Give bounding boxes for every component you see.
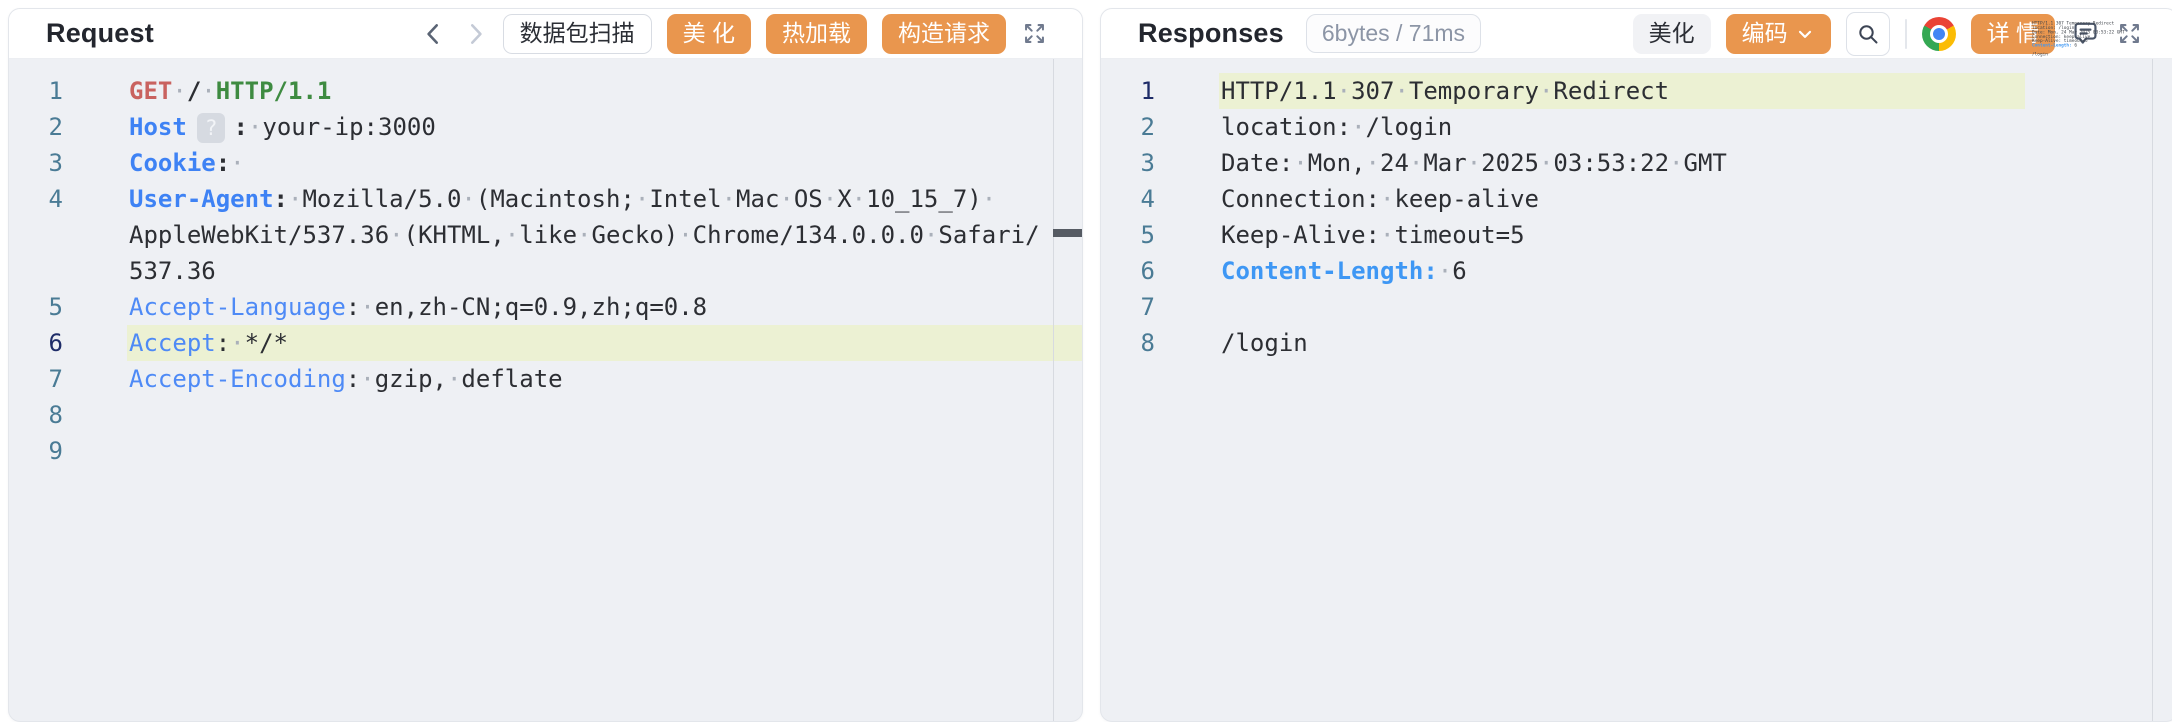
scrollbar-cursor-mark[interactable]	[1053, 229, 1082, 237]
expand-icon[interactable]	[1021, 20, 1048, 47]
line-content[interactable]: User-Agent:·Mozilla/5.0·(Macintosh;·Inte…	[129, 185, 1040, 285]
code-line[interactable]: 5 Keep-Alive:·timeout=5	[1101, 217, 2172, 253]
line-content[interactable]: Keep-Alive:·timeout=5	[1221, 221, 1525, 249]
line-number: 7	[1140, 293, 1155, 321]
encoding-dropdown-button[interactable]: 编码	[1725, 13, 1831, 54]
line-content[interactable]: Host?:·your-ip:3000	[129, 113, 436, 143]
details-button[interactable]: 详 情	[1970, 13, 2055, 54]
line-number: 9	[48, 437, 63, 465]
comment-icon[interactable]	[2070, 18, 2101, 49]
line-number: 3	[1140, 149, 1155, 177]
line-content[interactable]	[1219, 289, 2025, 325]
construct-request-button[interactable]: 构造请求	[882, 13, 1006, 54]
line-content[interactable]: Accept-Encoding:·gzip,·deflate	[129, 365, 563, 393]
chevron-down-icon	[1795, 24, 1815, 44]
code-line[interactable]: 9	[9, 433, 1082, 469]
code-line[interactable]: 1 HTTP/1.1·307·Temporary·Redirect	[1101, 73, 2172, 109]
line-content[interactable]: Date:·Mon,·24·Mar·2025·03:53:22·GMT	[1221, 149, 1727, 177]
line-number: 1	[48, 77, 63, 105]
responses-panel: Responses 6bytes / 71ms 美化 编码 详 情	[1100, 8, 2172, 722]
line-content[interactable]	[127, 433, 1082, 469]
line-number: 5	[1140, 221, 1155, 249]
line-number: 4	[1140, 185, 1155, 213]
code-line[interactable]: 7 Accept-Encoding:·gzip,·deflate	[9, 361, 1082, 397]
line-content[interactable]: Cookie:·	[129, 149, 245, 177]
search-button[interactable]	[1845, 11, 1890, 56]
code-line[interactable]: 6 Accept:·*/*	[9, 325, 1082, 361]
packet-scan-button[interactable]: 数据包扫描	[502, 13, 652, 54]
line-content[interactable]	[127, 397, 1082, 433]
search-icon	[1858, 24, 1878, 43]
response-size-time-badge: 6bytes / 71ms	[1305, 14, 1482, 53]
line-content[interactable]: GET·/·HTTP/1.1	[129, 77, 332, 105]
line-number: 2	[1140, 113, 1155, 141]
code-line[interactable]: 8	[9, 397, 1082, 433]
encoding-label: 编码	[1741, 20, 1788, 46]
line-number: 3	[48, 149, 63, 177]
chevron-right-icon[interactable]	[462, 21, 488, 47]
expand-icon[interactable]	[2116, 20, 2143, 47]
responses-header: Responses 6bytes / 71ms 美化 编码 详 情	[1101, 9, 2172, 59]
response-editor[interactable]: 1 HTTP/1.1·307·Temporary·Redirect 2 locatio…	[1101, 59, 2172, 721]
code-line[interactable]: 2 location:·/login	[1101, 109, 2172, 145]
line-number: 8	[1140, 329, 1155, 357]
line-content[interactable]: Content-Length:·6	[1221, 257, 1467, 285]
line-number: 4	[48, 185, 63, 213]
line-content[interactable]: location:·/login	[1221, 113, 1453, 141]
code-line[interactable]: 3 Date:·Mon,·24·Mar·2025·03:53:22·GMT	[1101, 145, 2172, 181]
beautify-button[interactable]: 美 化	[666, 13, 751, 54]
code-line[interactable]: 8/login	[1101, 325, 2172, 361]
highlighted-line-content[interactable]: HTTP/1.1·307·Temporary·Redirect	[1219, 73, 2025, 109]
request-editor[interactable]: 1 GET·/·HTTP/1.1 2 Host?:·your-ip:3000 3 Cook…	[9, 59, 1082, 721]
line-number: 7	[48, 365, 63, 393]
line-content[interactable]: /login	[1221, 329, 1308, 357]
line-number: 1	[1140, 77, 1155, 105]
code-line[interactable]: 6 Content-Length:·6	[1101, 253, 2172, 289]
toolbar-divider	[1904, 18, 1907, 49]
code-line[interactable]: 2 Host?:·your-ip:3000	[9, 109, 1082, 145]
line-number: 6	[1140, 257, 1155, 285]
question-badge[interactable]: ?	[196, 113, 226, 143]
code-line[interactable]: 4 User-Agent:·Mozilla/5.0·(Macintosh;·Int…	[9, 181, 1082, 289]
line-number: 6	[48, 329, 63, 357]
responses-title: Responses	[1138, 18, 1284, 48]
code-line[interactable]: 1 GET·/·HTTP/1.1	[9, 73, 1082, 109]
code-line[interactable]: 3 Cookie:·	[9, 145, 1082, 181]
code-line[interactable]: 4 Connection:·keep-alive	[1101, 181, 2172, 217]
request-title: Request	[46, 18, 154, 48]
beautify-button[interactable]: 美化	[1632, 13, 1711, 54]
code-line[interactable]: 7	[1101, 289, 2172, 325]
chrome-icon[interactable]	[1921, 16, 1956, 51]
chevron-left-icon[interactable]	[421, 21, 447, 47]
line-number: 5	[48, 293, 63, 321]
line-number: 8	[48, 401, 63, 429]
code-line[interactable]: 5 Accept-Language:·en,zh-CN;q=0.9,zh;q=0.…	[9, 289, 1082, 325]
response-scrollbar-track	[2152, 59, 2153, 721]
line-number: 2	[48, 113, 63, 141]
line-content[interactable]: Accept-Language:·en,zh-CN;q=0.9,zh;q=0.8	[129, 293, 708, 321]
hot-reload-button[interactable]: 热加载	[766, 13, 867, 54]
request-scrollbar-track	[1053, 59, 1054, 721]
request-header: Request 数据包扫描 美 化 热加载 构造请求	[9, 9, 1082, 59]
highlighted-line-content[interactable]: Accept:·*/*	[127, 325, 1082, 361]
line-content[interactable]: Connection:·keep-alive	[1221, 185, 1539, 213]
